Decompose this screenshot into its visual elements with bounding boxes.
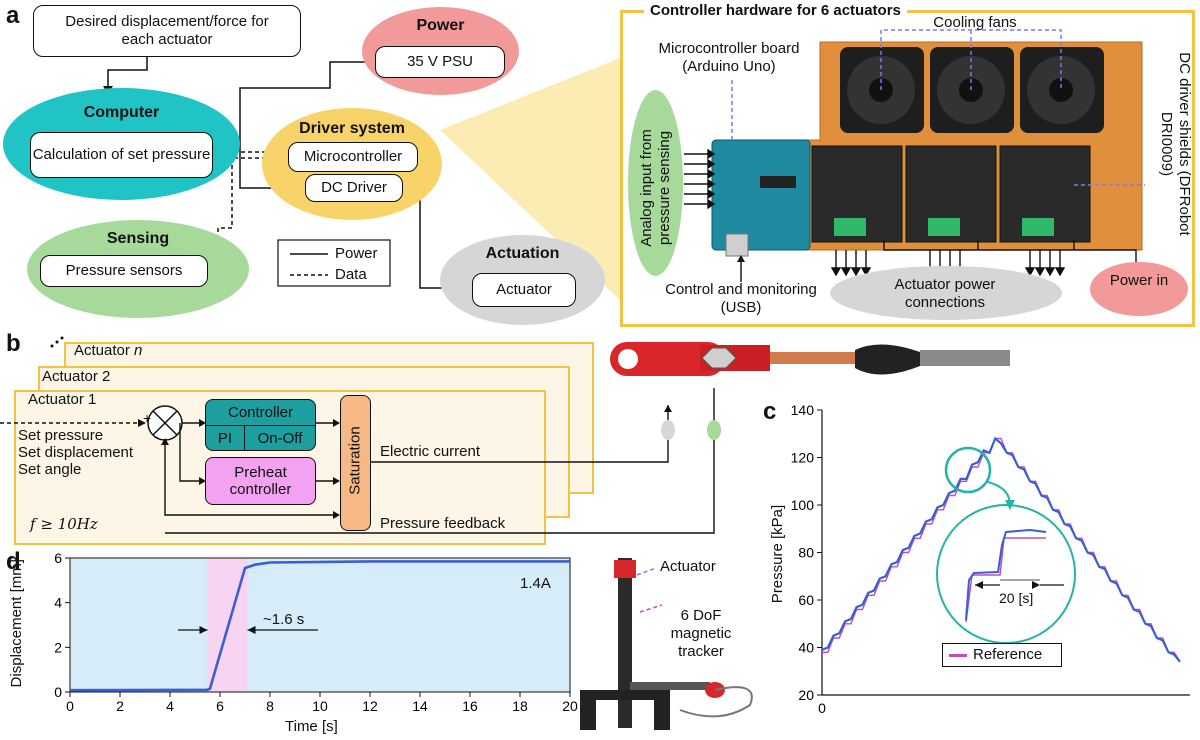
actuator-n-italic: n — [134, 342, 143, 359]
chart-d-xtick-label: 16 — [462, 698, 478, 714]
chart-d-xtick-label: 10 — [312, 698, 328, 714]
annotation-current: 1.4A — [520, 575, 551, 592]
electric-current-label: Electric current — [380, 443, 481, 460]
power-in-ellipse — [1090, 262, 1188, 316]
plus-sign: + — [143, 410, 152, 426]
actuator-1-label: Actuator 1 — [28, 391, 97, 408]
legend-reference-swatch — [949, 654, 967, 657]
pressure-sensors-box: Pressure sensors — [40, 255, 208, 287]
controller-title: Controller — [206, 400, 315, 426]
controller-block: Controller PI On-Off — [205, 399, 316, 451]
chart-d-xtick-label: 2 — [116, 698, 124, 714]
usb-label: Control and monitoring (USB) — [665, 281, 817, 316]
chart-d-series-0 — [69, 560, 570, 692]
preheat-block: Preheat controller — [205, 457, 316, 505]
desired-input-box: Desired displacement/force for each actu… — [33, 5, 301, 57]
chart-d-ytick-label: 2 — [54, 639, 62, 655]
panel-letter-d: d — [6, 548, 21, 575]
legend-reference-label: Reference — [973, 646, 1043, 663]
chart-c-ytick-label: 40 — [798, 640, 814, 656]
chart-d-xlabel: Time [s] — [285, 718, 338, 735]
chart-c-xtick-label: 0 — [818, 700, 826, 716]
chart-d-xtick-label: 6 — [216, 698, 224, 714]
chart-d-background — [70, 558, 570, 692]
chart-c-ytick-label: 100 — [791, 497, 815, 513]
chart-c-ytick-label: 120 — [791, 450, 815, 466]
frequency-label: f ≥ 10Hz — [30, 515, 98, 533]
chart-c-zoom-circle — [936, 504, 1076, 644]
annotation-arrowhead-right — [247, 626, 256, 634]
power-conn-ellipse — [830, 266, 1062, 320]
chart-d-xtick-label: 14 — [412, 698, 428, 714]
chart-d-ytick-label: 0 — [54, 684, 62, 700]
cooling-fans-label: Cooling fans — [933, 14, 1017, 31]
driver-title: Driver system — [299, 120, 405, 137]
actuator-2-label: Actuator 2 — [42, 368, 111, 385]
tracker-label: 6 DoF magnetic tracker — [670, 607, 732, 660]
analog-input-ellipse — [628, 90, 683, 276]
chart-d-ytick-label: 6 — [54, 550, 62, 566]
sensing-title: Sensing — [106, 230, 170, 247]
actuator-n-prefix: Actuator — [74, 342, 135, 359]
chart-c-ytick-label: 60 — [798, 592, 814, 608]
hardware-panel — [620, 10, 1195, 327]
chart-d-ytick-label: 4 — [54, 595, 62, 611]
actuator-box: Actuator — [472, 273, 576, 307]
legend-power-label: Power — [335, 245, 378, 262]
minus-sign: - — [154, 428, 159, 444]
panel-letter-a: a — [6, 2, 20, 29]
microcontroller-box: Microcontroller — [288, 142, 418, 172]
power-in-label: Power in — [1109, 272, 1169, 289]
input-set-displacement: Set displacement — [18, 444, 134, 461]
dc-driver-box: DC Driver — [305, 174, 403, 202]
zoom-annotation: 20 [s] — [999, 590, 1034, 606]
chart-d-xtick-label: 8 — [266, 698, 274, 714]
chart-d-xtick-label: 0 — [66, 698, 74, 714]
actuator-photo-label: Actuator — [660, 558, 716, 575]
chart-d-xtick-label: 20 — [562, 698, 578, 714]
chart-d-xtick-label: 4 — [166, 698, 174, 714]
chart-d-xtick-label: 18 — [512, 698, 528, 714]
actuator-n-label: Actuator n — [74, 342, 142, 360]
power-conn-label: Actuator power connections — [894, 276, 996, 311]
legend-data-label: Data — [335, 266, 367, 283]
psu-box: 35 V PSU — [375, 46, 505, 78]
actuator-photo — [610, 342, 1010, 376]
chart-c-ytick-label: 20 — [798, 687, 814, 703]
chart-c-series-1 — [821, 436, 1181, 663]
computer-title: Computer — [83, 104, 160, 121]
chart-c-ytick-label: 140 — [791, 402, 815, 418]
controller-onoff: On-Off — [257, 430, 303, 447]
annotation-time: ~1.6 s — [263, 611, 305, 628]
input-set-pressure: Set pressure — [18, 427, 104, 444]
input-set-angle: Set angle — [18, 461, 82, 478]
annotation-arrowhead-left — [199, 626, 208, 634]
chart-c-legend: Reference — [942, 643, 1062, 667]
cooling-fan-3 — [1020, 47, 1104, 133]
controller-pi: PI — [206, 426, 245, 450]
calculation-box: Calculation of set pressure — [30, 132, 213, 178]
saturation-block: Saturation — [340, 395, 371, 531]
power-title: Power — [416, 17, 465, 34]
pressure-feedback-label: Pressure feedback — [380, 515, 506, 532]
chart-d-xtick-label: 12 — [362, 698, 378, 714]
actuation-title: Actuation — [485, 245, 560, 262]
panel-letter-c: c — [763, 398, 777, 425]
panel-letter-b: b — [6, 330, 21, 357]
microcontroller-board-label: Microcontroller board (Arduino Uno) — [658, 40, 800, 75]
chart-c-ytick-label: 80 — [798, 545, 814, 561]
hardware-title: Controller hardware for 6 actuators — [644, 2, 907, 19]
